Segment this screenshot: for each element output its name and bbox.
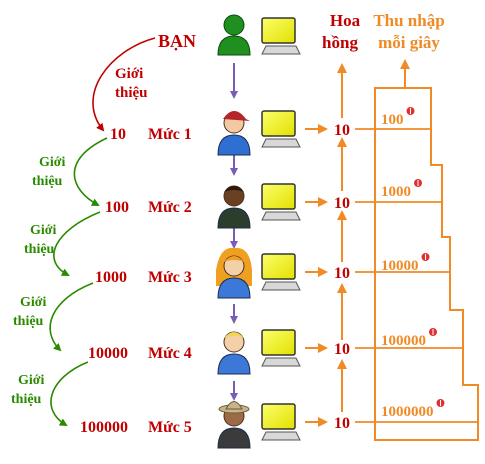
you-computer-icon (261, 17, 301, 55)
referral-label-4-line1: Giới (18, 373, 45, 388)
level-1-computer-icon (261, 110, 301, 148)
referral-label-4-line2: thiệu (11, 392, 42, 407)
commission-header-line2: hồng (322, 33, 358, 52)
level-3-label: Mức 3 (148, 269, 192, 286)
income-staircase (374, 87, 479, 441)
referral-arrow-4 (50, 361, 89, 427)
referral-arrow-1 (73, 137, 108, 206)
referral-arrow-3 (49, 282, 94, 352)
user-red-cap-icon (217, 111, 251, 156)
level-3-income: 10000 (381, 258, 419, 274)
referral-label-you-line1: Giới (115, 66, 143, 82)
level-4-label: Mức 4 (148, 345, 192, 362)
referral-label-2-line2: thiệu (24, 242, 55, 257)
coin-icon (405, 106, 416, 116)
referral-label-1-line1: Giới (39, 155, 66, 170)
income-header-line1: Thu nhập (373, 11, 444, 30)
level-1-income: 100 (381, 112, 404, 128)
level-2-label: Mức 2 (148, 199, 192, 216)
coin-icon (428, 327, 438, 337)
level-2-income: 1000 (381, 184, 411, 200)
user-blonde-woman-icon (216, 247, 252, 299)
level-3-count: 1000 (95, 269, 127, 286)
user-dark-suit-icon (217, 185, 251, 229)
level-2-commission: 10 (334, 195, 350, 212)
referral-label-you-line2: thiệu (115, 85, 148, 101)
level-2-count: 100 (105, 199, 129, 216)
referral-arrow-2 (53, 211, 101, 276)
coin-icon (413, 178, 423, 188)
you-avatar-icon (217, 14, 251, 56)
referral-label-3-line1: Giới (20, 295, 47, 310)
level-1-commission: 10 (334, 122, 350, 139)
level-4-income: 100000 (381, 333, 426, 349)
level-5-income: 1000000 (381, 404, 434, 420)
user-blonde-man-icon (217, 331, 251, 375)
coin-icon (420, 252, 431, 262)
level-5-label: Mức 5 (148, 419, 192, 436)
referral-label-3-line2: thiệu (13, 314, 44, 329)
you-label: BẠN (158, 31, 196, 51)
level-4-computer-icon (261, 329, 301, 367)
income-header-line2: mỗi giây (378, 33, 440, 52)
level-3-commission: 10 (334, 265, 350, 282)
coin-icon (435, 398, 446, 408)
level-5-count: 100000 (80, 419, 128, 436)
level-5-commission: 10 (334, 415, 350, 432)
referral-arrow-you (92, 37, 156, 132)
level-3-computer-icon (261, 253, 301, 291)
referral-label-1-line2: thiệu (32, 174, 63, 189)
level-4-commission: 10 (334, 341, 350, 358)
commission-header-line1: Hoa (330, 11, 361, 30)
user-hat-icon (217, 401, 251, 449)
level-5-computer-icon (261, 403, 301, 441)
level-2-computer-icon (261, 183, 301, 221)
level-1-label: Mức 1 (148, 126, 192, 143)
referral-label-2-line1: Giới (30, 223, 57, 238)
level-4-count: 10000 (88, 345, 128, 362)
level-1-count: 10 (110, 126, 126, 143)
